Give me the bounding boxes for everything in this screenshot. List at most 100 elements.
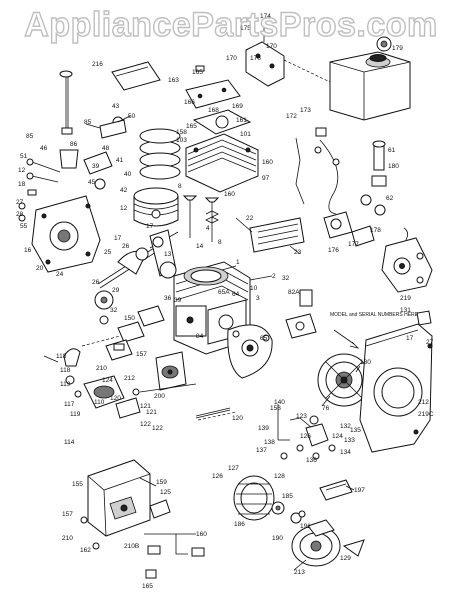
label-head-14: 14	[196, 243, 204, 250]
label-head-165: 165	[186, 123, 197, 130]
label-130: 130	[360, 359, 371, 366]
label-62: 62	[386, 195, 394, 202]
label-216: 216	[92, 61, 103, 68]
governor-linkage	[197, 404, 336, 460]
label-210b2: 210B	[124, 543, 139, 550]
label-137: 137	[256, 447, 267, 454]
valves	[182, 195, 220, 242]
label-41: 41	[116, 157, 124, 164]
label-27r: 27	[426, 339, 434, 346]
dipstick	[59, 70, 79, 169]
label-3: 3	[256, 295, 260, 302]
label-26: 26	[122, 243, 130, 250]
label-219c: 219C	[418, 411, 434, 418]
model-serial-note: MODEL and SERIAL NUMBERS HERE	[330, 312, 419, 318]
label-179: 179	[392, 45, 403, 52]
label-119l: 119	[70, 411, 81, 418]
ignition-wire	[295, 127, 340, 215]
air-cleaner	[80, 459, 151, 550]
label-12: 12	[18, 167, 26, 174]
label-head-4: 4	[206, 225, 210, 232]
label-123: 123	[296, 413, 307, 420]
control-assembly	[381, 227, 433, 293]
serial-callout	[333, 329, 360, 349]
breather-plate	[227, 324, 273, 379]
label-18: 18	[18, 181, 26, 188]
label-126: 126	[300, 433, 311, 440]
label-118: 118	[56, 353, 67, 360]
label-head-50: 50	[128, 113, 136, 120]
label-42: 42	[120, 187, 128, 194]
crankcase-cover	[31, 195, 101, 273]
label-17b: 17	[146, 223, 154, 230]
label-head-101: 101	[240, 131, 251, 138]
crankshaft	[97, 231, 179, 289]
label-121: 121	[140, 403, 151, 410]
air-vane	[235, 217, 305, 253]
starter-handle	[319, 479, 365, 557]
label-55: 55	[20, 223, 28, 230]
label-131: 131	[400, 307, 411, 314]
label-160b: 160	[196, 531, 207, 538]
label-125: 125	[160, 489, 171, 496]
label-25: 25	[104, 249, 112, 256]
label-82a: 82A	[288, 289, 300, 296]
label-84: 84	[196, 333, 204, 340]
label-32: 32	[110, 307, 118, 314]
label-129: 129	[340, 555, 351, 562]
label-122: 122	[140, 421, 151, 428]
label-127: 127	[228, 465, 239, 472]
label-head-8b: 8	[218, 239, 222, 246]
label-169: 169	[232, 103, 243, 110]
label-132: 132	[340, 423, 351, 430]
label-114: 114	[64, 439, 75, 446]
label-85: 85	[84, 119, 92, 126]
starter-washers	[271, 501, 306, 524]
part-number-labels: 174 175 179 176 170 163 165 216 166 168 …	[16, 13, 434, 590]
carburetor-body	[155, 351, 187, 391]
label-head-158: 158	[176, 129, 187, 136]
label-210: 210	[96, 365, 107, 372]
label-29: 29	[112, 287, 120, 294]
label-163: 163	[168, 77, 179, 84]
label-120l: 120	[232, 415, 243, 422]
label-65a: 65A	[218, 289, 230, 296]
label-10: 10	[250, 285, 258, 292]
label-157b: 157	[62, 511, 73, 518]
label-168: 168	[208, 107, 219, 114]
label-126b: 126	[212, 473, 223, 480]
label-185: 185	[282, 493, 293, 500]
label-39c: 39	[174, 297, 182, 304]
label-head-160: 160	[262, 159, 273, 166]
label-124: 124	[102, 377, 113, 384]
label-155: 155	[72, 481, 83, 488]
label-138: 138	[264, 439, 275, 446]
label-120: 120	[110, 395, 121, 402]
label-139: 139	[258, 425, 269, 432]
label-165: 165	[192, 69, 203, 76]
label-86: 86	[70, 141, 78, 148]
label-122l: 122	[152, 425, 163, 432]
label-180: 180	[388, 163, 399, 170]
label-head-97: 97	[262, 175, 270, 182]
label-119: 119	[60, 381, 71, 388]
label-133: 133	[344, 437, 355, 444]
label-17r: 17	[406, 335, 414, 342]
label-36: 36	[164, 295, 172, 302]
piston	[133, 187, 179, 227]
throttle-link	[132, 383, 231, 419]
label-162: 162	[80, 547, 91, 554]
label-124l: 124	[332, 433, 343, 440]
label-head-103: 103	[176, 137, 187, 144]
label-27: 27	[16, 199, 24, 206]
label-128: 128	[274, 473, 285, 480]
label-1: 1	[236, 259, 240, 266]
label-157: 157	[136, 351, 147, 358]
muffler-cover	[185, 65, 241, 109]
label-150: 150	[124, 315, 135, 322]
label-190: 190	[272, 535, 283, 542]
flywheel	[317, 353, 371, 407]
label-39: 39	[92, 163, 100, 170]
label-13: 13	[164, 251, 172, 258]
